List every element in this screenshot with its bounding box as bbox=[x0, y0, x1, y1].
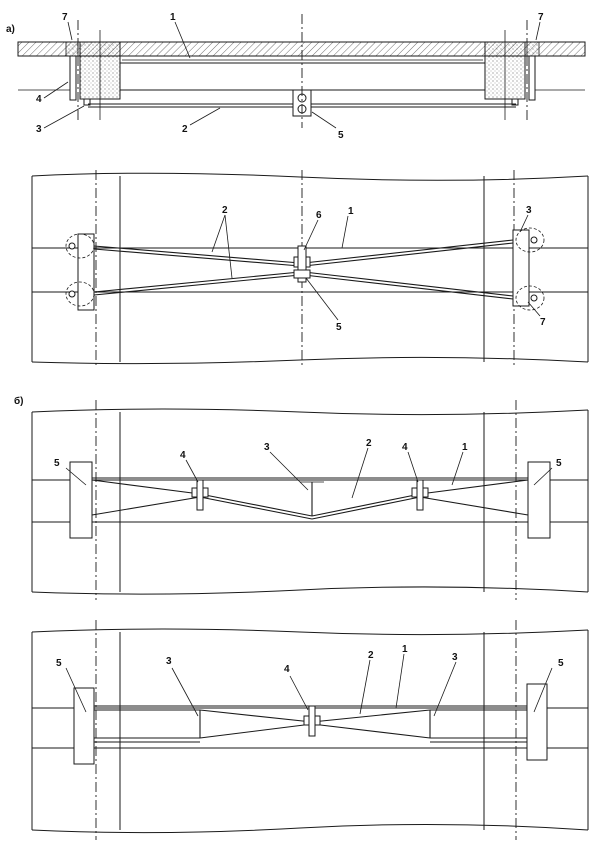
callout-2-b2: 2 bbox=[368, 650, 374, 661]
callout-5-b2-left: 5 bbox=[56, 658, 62, 669]
callout-3-b1: 3 bbox=[264, 442, 270, 453]
panel-a-plan: 2 6 1 5 3 7 bbox=[31, 170, 589, 368]
end-plate-left bbox=[77, 233, 95, 311]
callout-5-b1-left: 5 bbox=[54, 458, 60, 469]
callout-7-plan: 7 bbox=[540, 317, 546, 328]
callout-7-right: 7 bbox=[538, 12, 544, 23]
callout-4-b2: 4 bbox=[284, 664, 290, 675]
joint-7-left bbox=[65, 41, 79, 57]
callout-6-plan: 6 bbox=[316, 210, 322, 221]
callout-2-b1: 2 bbox=[366, 438, 372, 449]
callout-5-b2-right: 5 bbox=[558, 658, 564, 669]
panel-b-plan-1: б) bbox=[14, 395, 589, 600]
callout-5-a: 5 bbox=[338, 130, 344, 141]
end-plate-b2-left bbox=[73, 687, 95, 765]
callout-1-a: 1 bbox=[170, 12, 176, 23]
callout-1-b1: 1 bbox=[462, 442, 468, 453]
callout-3-b2-right: 3 bbox=[452, 652, 458, 663]
tie-rod-b1 bbox=[91, 479, 201, 495]
callout-2-plan: 2 bbox=[222, 205, 228, 216]
section-label-a: а) bbox=[6, 24, 15, 35]
callout-3-plan: 3 bbox=[526, 205, 532, 216]
anchor-3-left bbox=[83, 98, 91, 106]
callout-4-b1-left: 4 bbox=[180, 450, 186, 461]
callout-2-a: 2 bbox=[182, 124, 188, 135]
end-plate-b2-right bbox=[526, 683, 548, 761]
callout-5-plan: 5 bbox=[336, 322, 342, 333]
end-plate-b1-right bbox=[527, 461, 551, 539]
callout-5-b1-right: 5 bbox=[556, 458, 562, 469]
anchor-plate-4 bbox=[69, 55, 77, 101]
panel-a-section: а) bbox=[6, 12, 586, 141]
panel-b-plan-2: 5 5 3 4 2 1 3 bbox=[31, 620, 589, 840]
joint-7-right bbox=[526, 41, 540, 57]
callout-4-b1-right: 4 bbox=[402, 442, 408, 453]
end-plate-b1-left bbox=[69, 461, 93, 539]
callout-1-b2: 1 bbox=[402, 644, 408, 655]
section-label-b: б) bbox=[14, 395, 24, 407]
callout-1-plan: 1 bbox=[348, 206, 354, 217]
end-plate-right bbox=[512, 229, 530, 307]
tie-rod-upper bbox=[93, 245, 301, 264]
callout-3-a: 3 bbox=[36, 124, 42, 135]
callout-7-left: 7 bbox=[62, 12, 68, 23]
callout-3-b2-left: 3 bbox=[166, 656, 172, 667]
beam-1 bbox=[119, 56, 486, 64]
callout-4-a: 4 bbox=[36, 94, 42, 105]
